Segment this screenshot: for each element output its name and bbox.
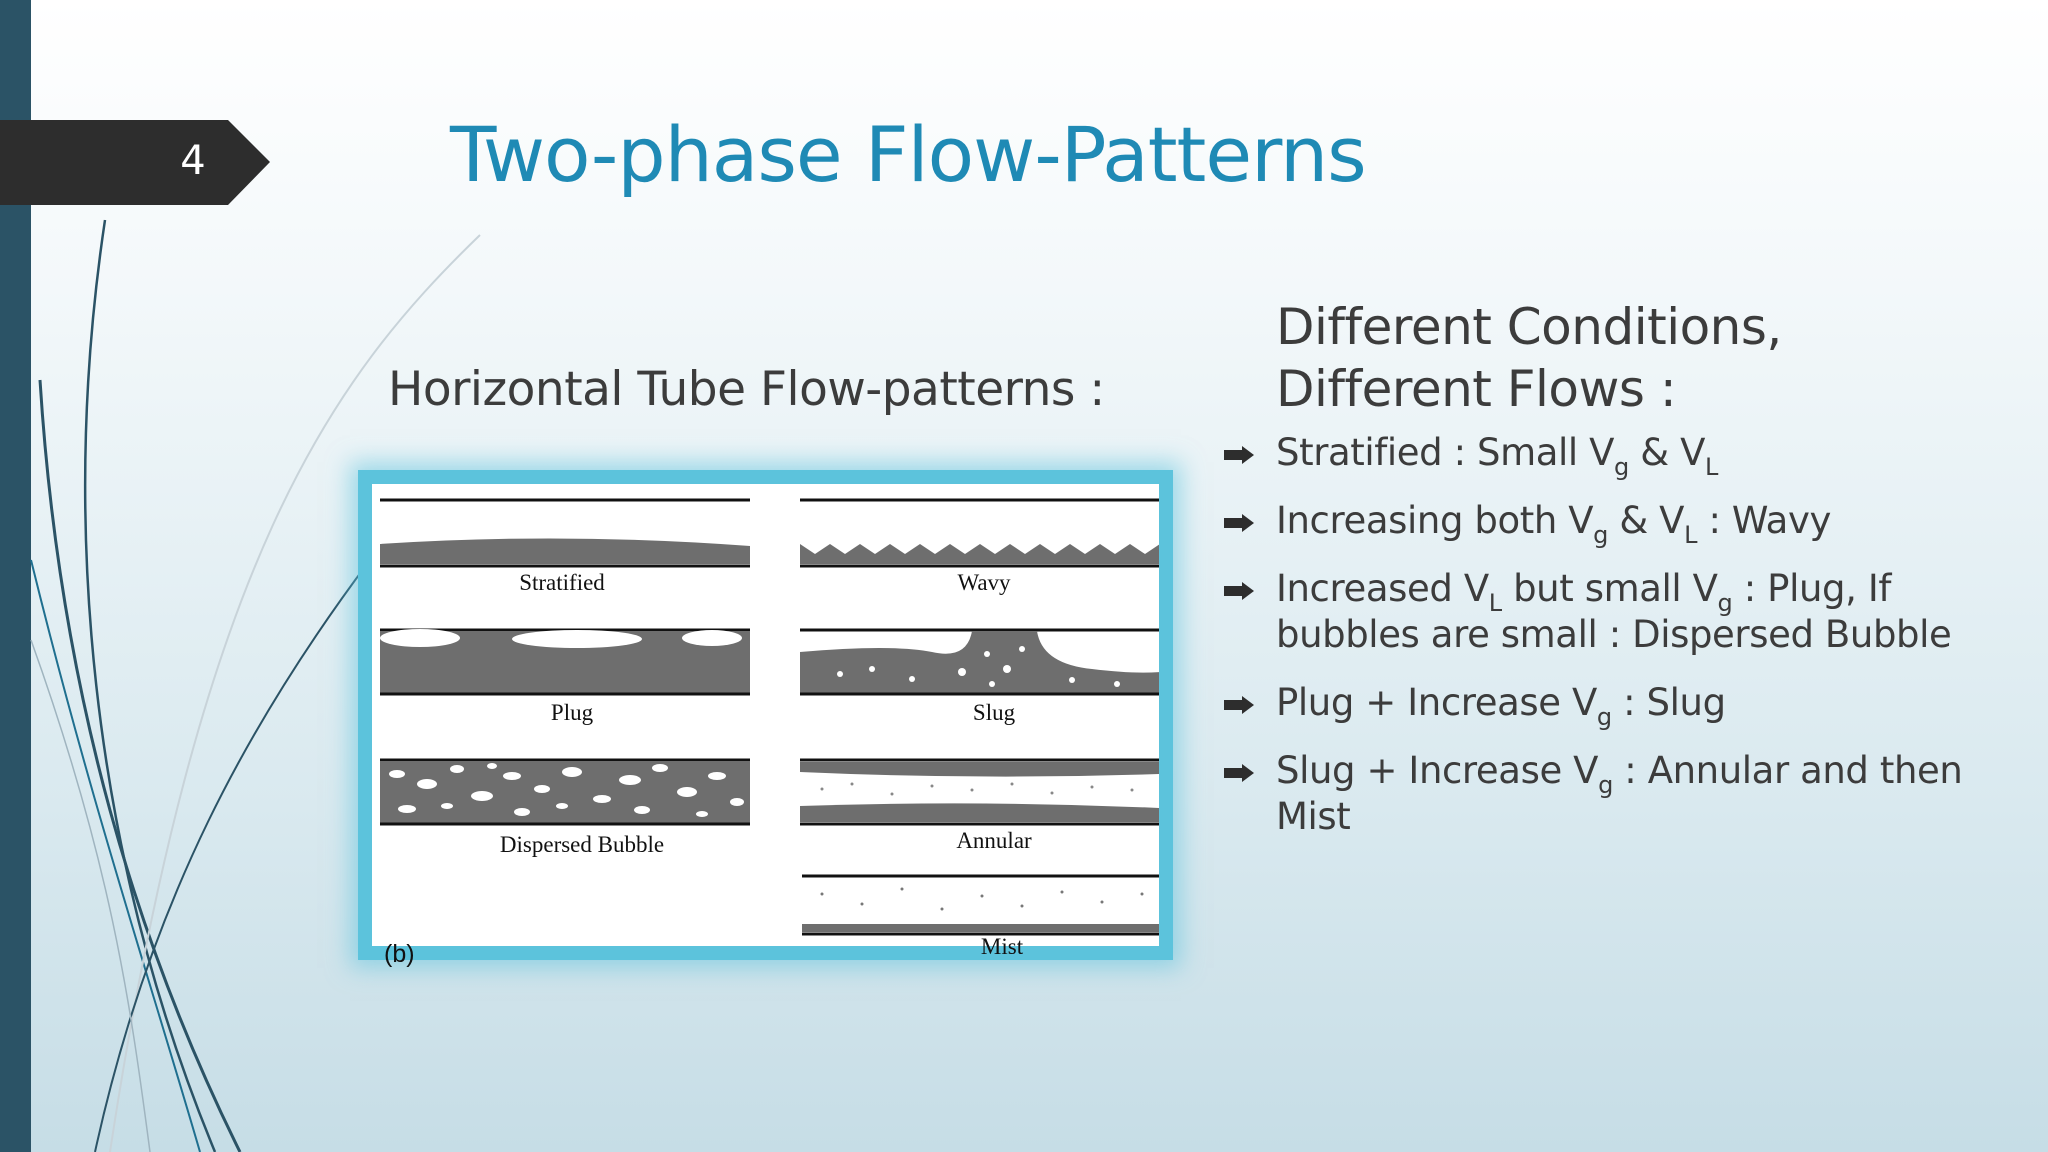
arrow-right-icon (1224, 582, 1254, 600)
list-item: Increased VL but small Vg : Plug, If bub… (1220, 566, 2020, 658)
right-heading: Different Conditions, Different Flows : (1276, 296, 1782, 420)
wavy-pattern (800, 498, 1159, 568)
dispersed-bubble-pattern (380, 758, 750, 826)
slide-title: Two-phase Flow-Patterns (450, 110, 1367, 199)
left-heading: Horizontal Tube Flow-patterns : (388, 362, 1105, 417)
flow-conditions-list: Stratified : Small Vg & VL Increasing bo… (1220, 430, 2020, 862)
label-slug: Slug (972, 700, 1016, 725)
right-heading-line1: Different Conditions, (1276, 298, 1782, 356)
right-heading-line2: Different Flows : (1276, 360, 1677, 418)
label-dispersed-bubble: Dispersed Bubble (499, 832, 665, 857)
figure-tag: (b) (384, 940, 415, 968)
list-item: Slug + Increase Vg : Annular and then Mi… (1220, 748, 2020, 840)
list-item: Plug + Increase Vg : Slug (1220, 680, 2020, 729)
label-annular: Annular (956, 828, 1032, 853)
stratified-pattern (380, 498, 750, 568)
arrow-right-icon (1224, 764, 1254, 782)
slide-number: 4 (180, 138, 206, 184)
plug-pattern (380, 628, 750, 696)
arrow-right-icon (1224, 696, 1254, 714)
label-stratified: Stratified (519, 570, 605, 595)
label-mist: Mist (980, 934, 1024, 959)
arrow-right-icon (1224, 514, 1254, 532)
label-plug: Plug (550, 700, 594, 725)
label-wavy: Wavy (957, 570, 1011, 595)
list-item: Stratified : Small Vg & VL (1220, 430, 2020, 479)
list-item: Increasing both Vg & VL : Wavy (1220, 498, 2020, 547)
slide-number-tab (0, 120, 270, 205)
annular-pattern (800, 758, 1159, 826)
arrow-right-icon (1224, 446, 1254, 464)
mist-pattern (802, 874, 1159, 936)
flow-pattern-diagram (380, 498, 1159, 936)
slug-pattern (800, 628, 1159, 696)
flow-pattern-figure: Stratified Wavy Plug Slug Dispersed Bubb… (358, 470, 1173, 968)
